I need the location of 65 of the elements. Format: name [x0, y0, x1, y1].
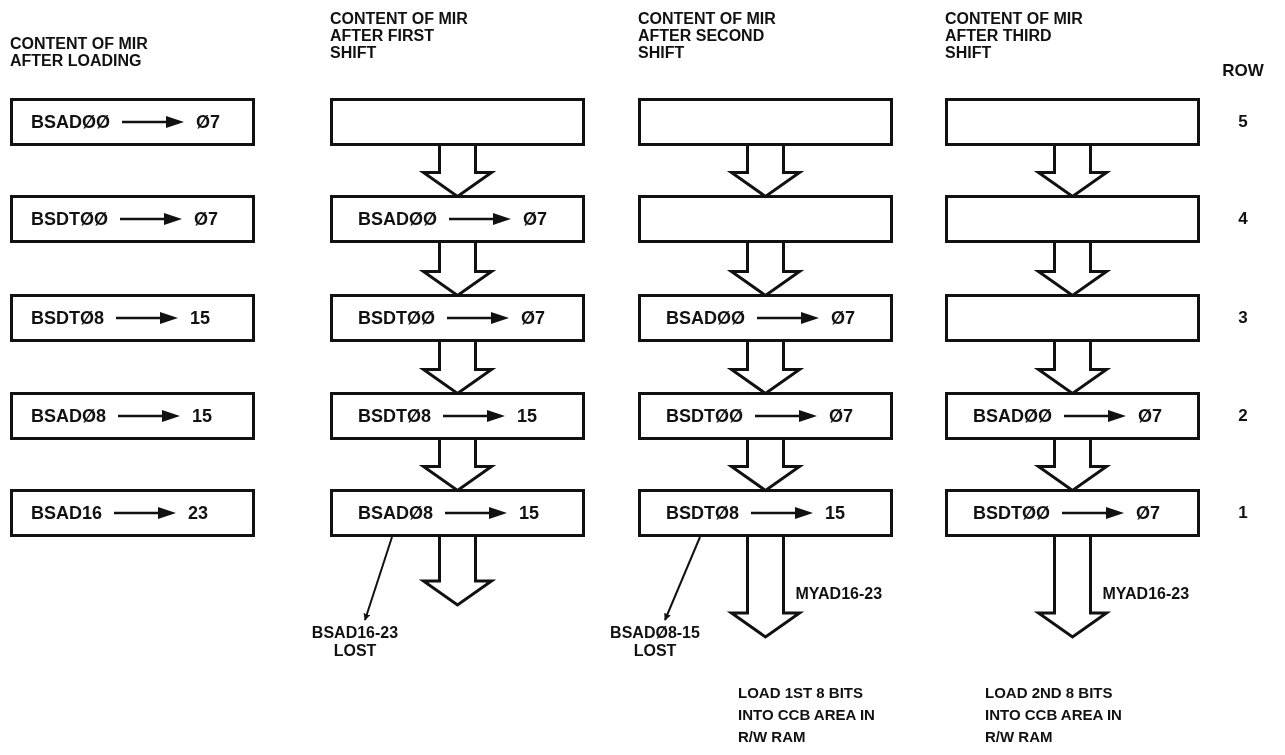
note-text: LOAD 2ND 8 BITS INTO CCB AREA IN R/W RAM	[985, 683, 1123, 747]
bit-name: Ø7	[831, 307, 856, 329]
leader-arrow	[664, 536, 701, 621]
bit-name: BSADØ8	[358, 502, 433, 524]
bit-name: BSADØØ	[358, 208, 437, 230]
register-row-box	[330, 489, 585, 537]
bit-name: BSDTØ8	[666, 502, 739, 524]
bit-name: 15	[192, 405, 213, 427]
bit-name: Ø7	[1138, 405, 1163, 427]
register-row-box	[10, 392, 255, 440]
note-text: LOAD 1ST 8 BITS INTO CCB AREA IN R/W RAM	[738, 683, 876, 747]
bit-name: 15	[190, 307, 211, 329]
row-number: 2	[1237, 406, 1249, 426]
bit-name: Ø7	[196, 111, 221, 133]
register-row-box	[638, 195, 893, 243]
hollow-arrow	[1033, 534, 1112, 639]
column-heading: CONTENT OF MIR AFTER SECOND SHIFT	[638, 10, 777, 61]
register-row-box	[945, 195, 1200, 243]
bit-name: Ø7	[521, 307, 546, 329]
column-heading: CONTENT OF MIR AFTER LOADING	[10, 35, 149, 69]
row-number: 5	[1237, 112, 1249, 132]
row-number: ROW	[1221, 62, 1265, 79]
column-heading: CONTENT OF MIR AFTER FIRST SHIFT	[330, 10, 469, 61]
bit-name: 15	[517, 405, 538, 427]
row-number: 4	[1237, 209, 1249, 229]
column-heading: CONTENT OF MIR AFTER THIRD SHIFT	[945, 10, 1084, 61]
register-row-box	[638, 294, 893, 342]
bit-name: BSDTØØ	[666, 405, 743, 427]
bit-name: 23	[188, 502, 209, 524]
bit-name: 15	[519, 502, 540, 524]
bit-name: BSADØØ	[973, 405, 1052, 427]
register-row-box	[638, 489, 893, 537]
bit-name: BSADØØ	[666, 307, 745, 329]
bit-name: BSDTØØ	[973, 502, 1050, 524]
register-row-box	[945, 489, 1200, 537]
bit-name: BSDTØØ	[31, 208, 108, 230]
register-row-box	[945, 392, 1200, 440]
register-row-box	[945, 294, 1200, 342]
bit-name: Ø7	[829, 405, 854, 427]
register-row-box	[10, 195, 255, 243]
register-row-box	[330, 294, 585, 342]
register-row-box	[945, 98, 1200, 146]
register-row-box	[330, 195, 585, 243]
register-row-box	[10, 98, 255, 146]
hollow-arrow	[726, 534, 805, 639]
register-row-box	[10, 489, 255, 537]
bit-name: BSDTØØ	[358, 307, 435, 329]
register-row-box	[330, 392, 585, 440]
bit-name: Ø7	[194, 208, 219, 230]
bit-name: BSADØ8	[31, 405, 106, 427]
register-row-box	[638, 392, 893, 440]
register-row-box	[638, 98, 893, 146]
hollow-arrow	[418, 534, 497, 607]
register-row-box	[330, 98, 585, 146]
bit-name: BSDTØ8	[358, 405, 431, 427]
register-row-box	[10, 294, 255, 342]
row-number: 1	[1237, 503, 1249, 523]
row-number: 3	[1237, 308, 1249, 328]
bit-name: Ø7	[523, 208, 548, 230]
bit-name: BSADØØ	[31, 111, 110, 133]
bit-name: BSDTØ8	[31, 307, 104, 329]
bit-name: Ø7	[1136, 502, 1161, 524]
bit-name: BSAD16	[31, 502, 103, 524]
leader-arrow	[363, 536, 393, 621]
bit-name: 15	[825, 502, 846, 524]
